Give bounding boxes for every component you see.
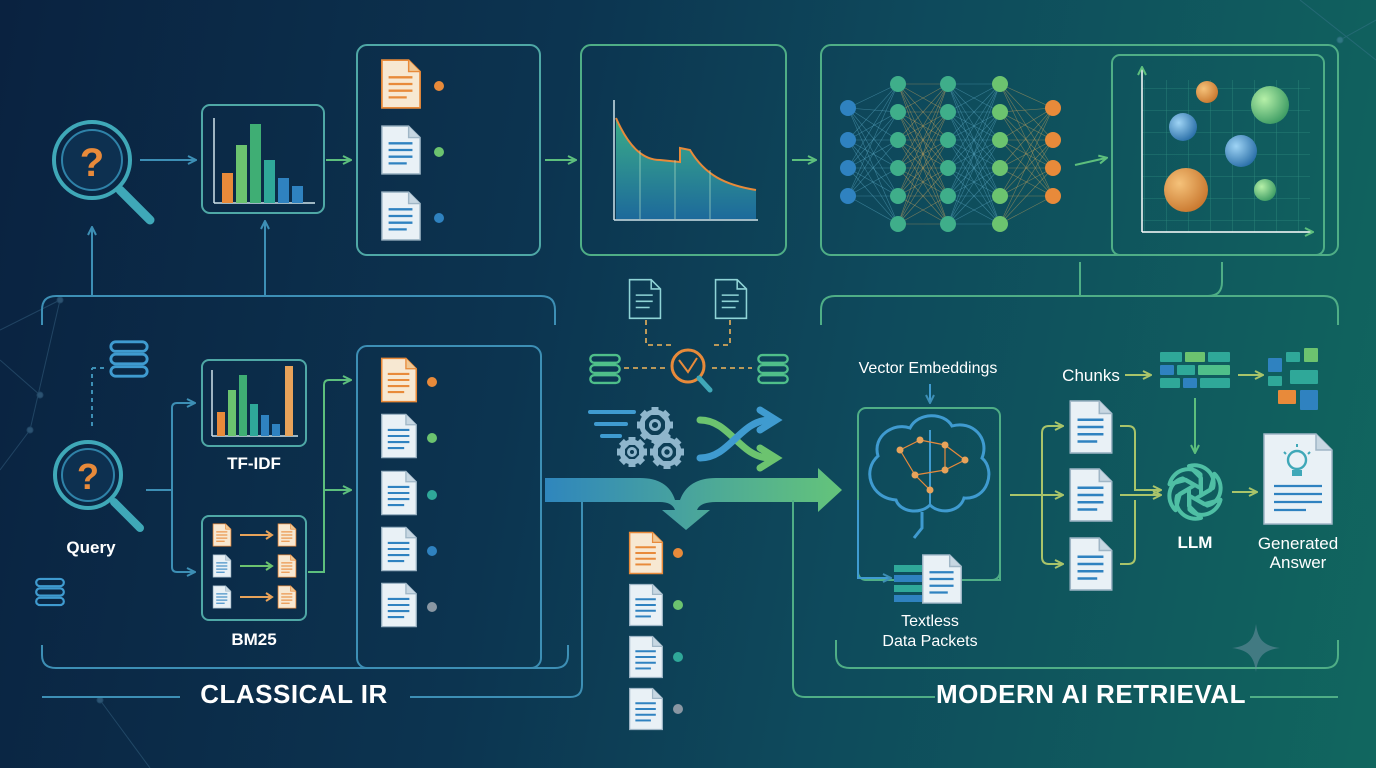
vector-embeddings-label: Vector Embeddings: [858, 360, 998, 377]
tfidf-chart-frame: [201, 359, 307, 447]
query-label: Query: [66, 538, 116, 557]
textless-label: Textless: [901, 613, 959, 630]
classical-bracket: [41, 222, 556, 325]
llm-label: LLM: [1177, 533, 1213, 552]
brain-icon: [868, 414, 991, 539]
bm25-matching: [212, 523, 297, 609]
embedding-scatter: [1142, 68, 1312, 232]
funnel-icon: [670, 348, 713, 393]
tfidf-bars-bottom: [211, 366, 298, 437]
database-icon: [109, 340, 149, 378]
chunks-label: Chunks: [1062, 366, 1120, 385]
embedding-space-frame: [1111, 54, 1325, 256]
chunk-docs: [1069, 399, 1113, 592]
neural-frame: [820, 44, 1339, 256]
neural-network: [840, 76, 1061, 232]
merged-docs: [628, 531, 683, 731]
database-icon-small: [34, 577, 66, 607]
ranked-docs-bottom: [380, 357, 437, 628]
lightbulb-icon: [1283, 444, 1311, 476]
tfidf-chart-frame-top: [201, 104, 325, 214]
score-curve: [613, 100, 758, 221]
score-curve-frame: [580, 44, 787, 256]
llm-knot-icon: [1167, 463, 1223, 521]
bm25-frame: [201, 515, 307, 621]
tfidf-label: TF-IDF: [227, 454, 281, 473]
ranked-docs-top: [380, 58, 444, 242]
modern-frame: [792, 500, 1339, 698]
svg-text:?: ?: [80, 141, 104, 185]
modern-ai-retrieval-title: MODERN AI RETRIEVAL: [936, 679, 1246, 709]
chunks-blocks: [1160, 348, 1318, 410]
question-magnifier-icon-2: ?: [53, 440, 144, 532]
svg-text:?: ?: [77, 456, 99, 497]
bm25-label: BM25: [231, 630, 277, 649]
question-magnifier-icon: ?: [52, 120, 155, 225]
sparkle-icon: [1232, 624, 1280, 672]
classical-frame: [41, 500, 583, 698]
classical-ir-title: CLASSICAL IR: [200, 679, 388, 709]
data-packets-label: Data Packets: [882, 633, 978, 650]
data-packet-icon: [894, 553, 963, 605]
gear-icon: [588, 407, 684, 469]
answer-label: Answer: [1269, 553, 1327, 572]
ranked-docs-frame-top: [356, 44, 541, 256]
middle-funnel: [588, 278, 790, 393]
tfidf-bars-top: [213, 118, 315, 204]
generated-label: Generated: [1257, 534, 1339, 553]
shuffle-icon: [696, 406, 783, 472]
answer-document-icon: [1263, 433, 1333, 525]
modern-bracket: [820, 262, 1339, 325]
merge-flow-arrow: [545, 468, 842, 530]
ranked-docs-frame-bottom: [356, 345, 542, 669]
